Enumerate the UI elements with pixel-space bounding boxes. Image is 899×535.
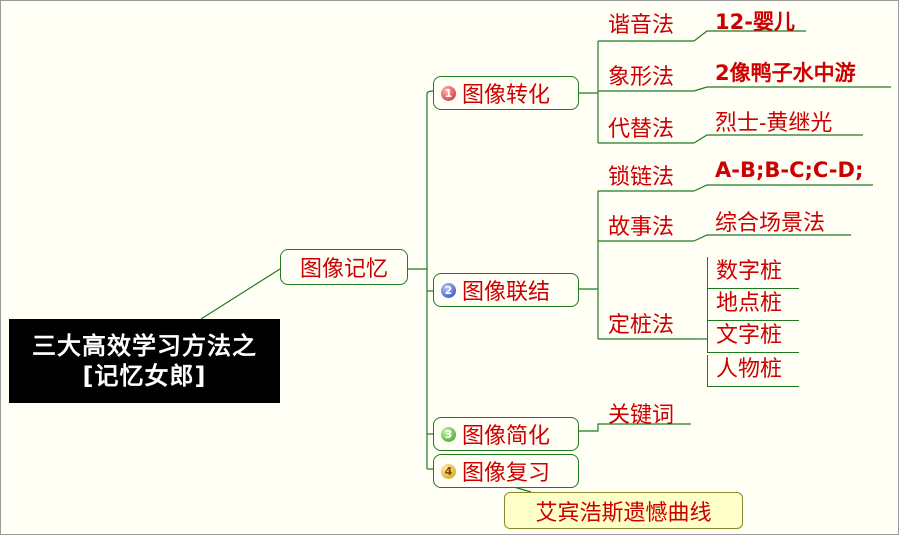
peg-words[interactable]: 文字桩 [707, 321, 799, 353]
root-title-line1: 三大高效学习方法之 [32, 332, 257, 360]
example-substitute[interactable]: 烈士-黄继光 [715, 111, 833, 136]
example-pictograph[interactable]: 2像鸭子水中游 [715, 61, 856, 85]
peg-locations[interactable]: 地点桩 [707, 289, 799, 321]
example-chain[interactable]: A-B;B-C;C-D; [715, 158, 864, 182]
example-story[interactable]: 综合场景法 [715, 211, 826, 236]
main-topic-image-memory[interactable]: 图像记忆 [280, 249, 408, 285]
branch-image-review[interactable]: 4 图像复习 [433, 454, 579, 488]
method-story[interactable]: 故事法 [608, 215, 675, 240]
example-homophone[interactable]: 12-婴儿 [715, 10, 795, 34]
branch-label: 图像复习 [462, 461, 551, 486]
branch-label: 图像联结 [462, 280, 551, 305]
branch-image-linking[interactable]: 2 图像联结 [433, 273, 579, 307]
priority-4-icon: 4 [441, 463, 456, 479]
priority-2-icon: 2 [441, 282, 456, 298]
branch-label: 图像简化 [462, 424, 551, 449]
method-chain[interactable]: 锁链法 [608, 165, 675, 190]
review-note-callout[interactable]: 艾宾浩斯遗憾曲线 [504, 492, 743, 529]
method-pictograph[interactable]: 象形法 [608, 65, 675, 90]
branch-image-simplification[interactable]: 3 图像简化 [433, 417, 579, 451]
branch-label: 图像转化 [462, 83, 551, 108]
priority-3-icon: 3 [441, 426, 456, 442]
method-homophone[interactable]: 谐音法 [608, 13, 675, 38]
peg-numbers[interactable]: 数字桩 [707, 257, 799, 289]
root-title-line2: [记忆女郎] [82, 362, 207, 390]
root-topic: 三大高效学习方法之 [记忆女郎] [9, 319, 280, 403]
method-substitute[interactable]: 代替法 [608, 117, 675, 142]
method-peg[interactable]: 定桩法 [608, 313, 675, 338]
priority-1-icon: 1 [441, 85, 456, 101]
method-keyword[interactable]: 关键词 [608, 403, 675, 428]
peg-people[interactable]: 人物桩 [707, 355, 799, 387]
branch-image-conversion[interactable]: 1 图像转化 [433, 76, 579, 110]
